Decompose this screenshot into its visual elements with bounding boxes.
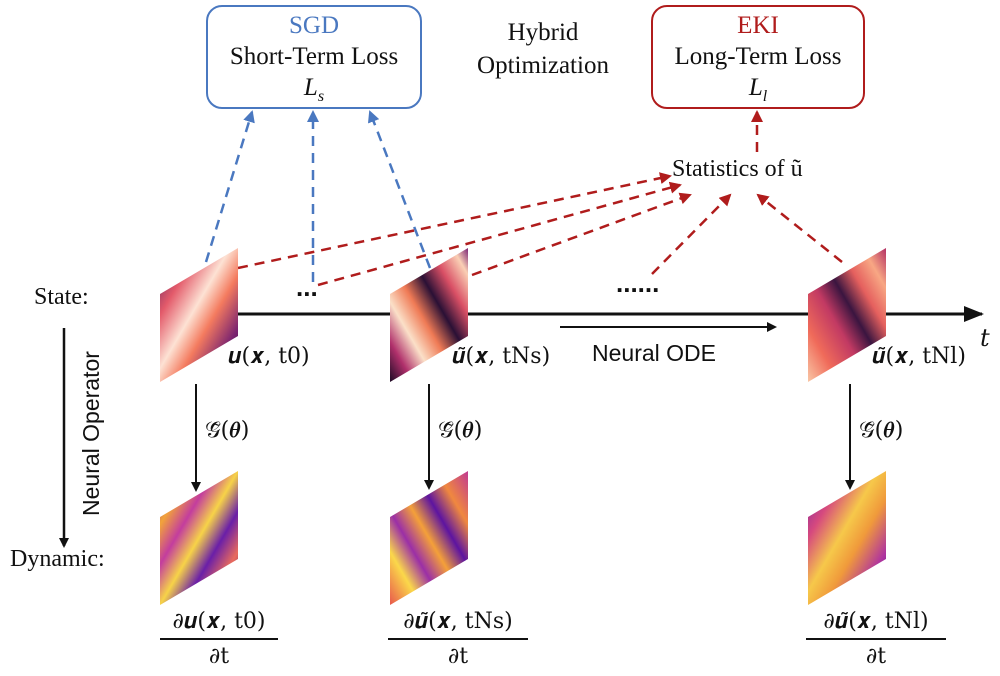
sgd-arrow-1	[204, 110, 255, 263]
eki-arrow-3	[471, 192, 692, 277]
eki-arrows	[237, 110, 843, 287]
derivative-1: ∂𝒖(𝒙, t0) ∂t	[160, 606, 278, 674]
neural-operator-label: Neural Operator	[78, 351, 104, 516]
time-axis-label: t	[980, 324, 990, 352]
state-label-1: 𝒖(𝒙, t0)	[228, 344, 310, 369]
long-term-loss-symbol: LlLl	[748, 74, 768, 105]
short-term-loss-label: Short-Term Loss	[229, 43, 399, 70]
dynamic-field-1	[160, 471, 238, 605]
eki-method-label: EKI	[737, 12, 779, 39]
eki-arrow-5	[756, 193, 843, 263]
state-field-3	[808, 248, 886, 382]
state-label: State:	[34, 284, 89, 310]
neural-ode-label: Neural ODE	[592, 340, 716, 366]
eki-arrow-4	[651, 193, 732, 275]
dynamic-field-3	[808, 471, 886, 605]
ellipsis-long: ......	[616, 268, 660, 298]
state-field-1	[160, 248, 238, 382]
derivative-1-numerator: ∂𝒖(𝒙, t0)	[160, 606, 278, 640]
long-term-loss-label: Long-Term Loss	[674, 43, 842, 70]
sgd-method-label: SGD	[288, 12, 339, 39]
sgd-arrows	[204, 110, 432, 282]
eki-loss-box: EKI Long-Term Loss LlLl	[651, 5, 865, 109]
state-label-3: 𝒖̃(𝒙, tNl)	[872, 344, 966, 369]
derivative-2-numerator: ∂𝒖̃(𝒙, tNs)	[388, 606, 528, 640]
derivative-3-numerator: ∂𝒖̃(𝒙, tNl)	[806, 606, 946, 640]
eki-arrow-2	[317, 181, 682, 287]
operator-label-1: 𝒢̃(𝜽)	[205, 418, 250, 443]
sgd-arrow-3	[367, 110, 432, 269]
sgd-loss-box: SGD Short-Term Loss LsLs	[206, 5, 422, 109]
derivative-3-denominator: ∂t	[865, 644, 887, 669]
short-term-loss-symbol: LsLs	[303, 74, 325, 105]
ellipsis-short: ...	[296, 272, 318, 302]
statistics-label: Statistics of ũ	[672, 156, 803, 182]
dynamic-label: Dynamic:	[10, 546, 105, 572]
state-label-2: 𝒖̃(𝒙, tNs)	[452, 344, 551, 369]
eki-arrow-1	[237, 172, 672, 270]
dynamic-field-2	[390, 471, 468, 605]
operator-label-2: 𝒢̃(𝜽)	[438, 418, 483, 443]
derivative-2-denominator: ∂t	[447, 644, 469, 669]
derivative-1-denominator: ∂t	[208, 644, 230, 669]
hybrid-optimization-title: Hybrid Optimization	[477, 19, 609, 79]
operator-label-3: 𝒢̃(𝜽)	[859, 418, 904, 443]
derivative-3: ∂𝒖̃(𝒙, tNl) ∂t	[806, 606, 946, 674]
state-field-2	[390, 248, 468, 382]
derivative-2: ∂𝒖̃(𝒙, tNs) ∂t	[388, 606, 528, 674]
